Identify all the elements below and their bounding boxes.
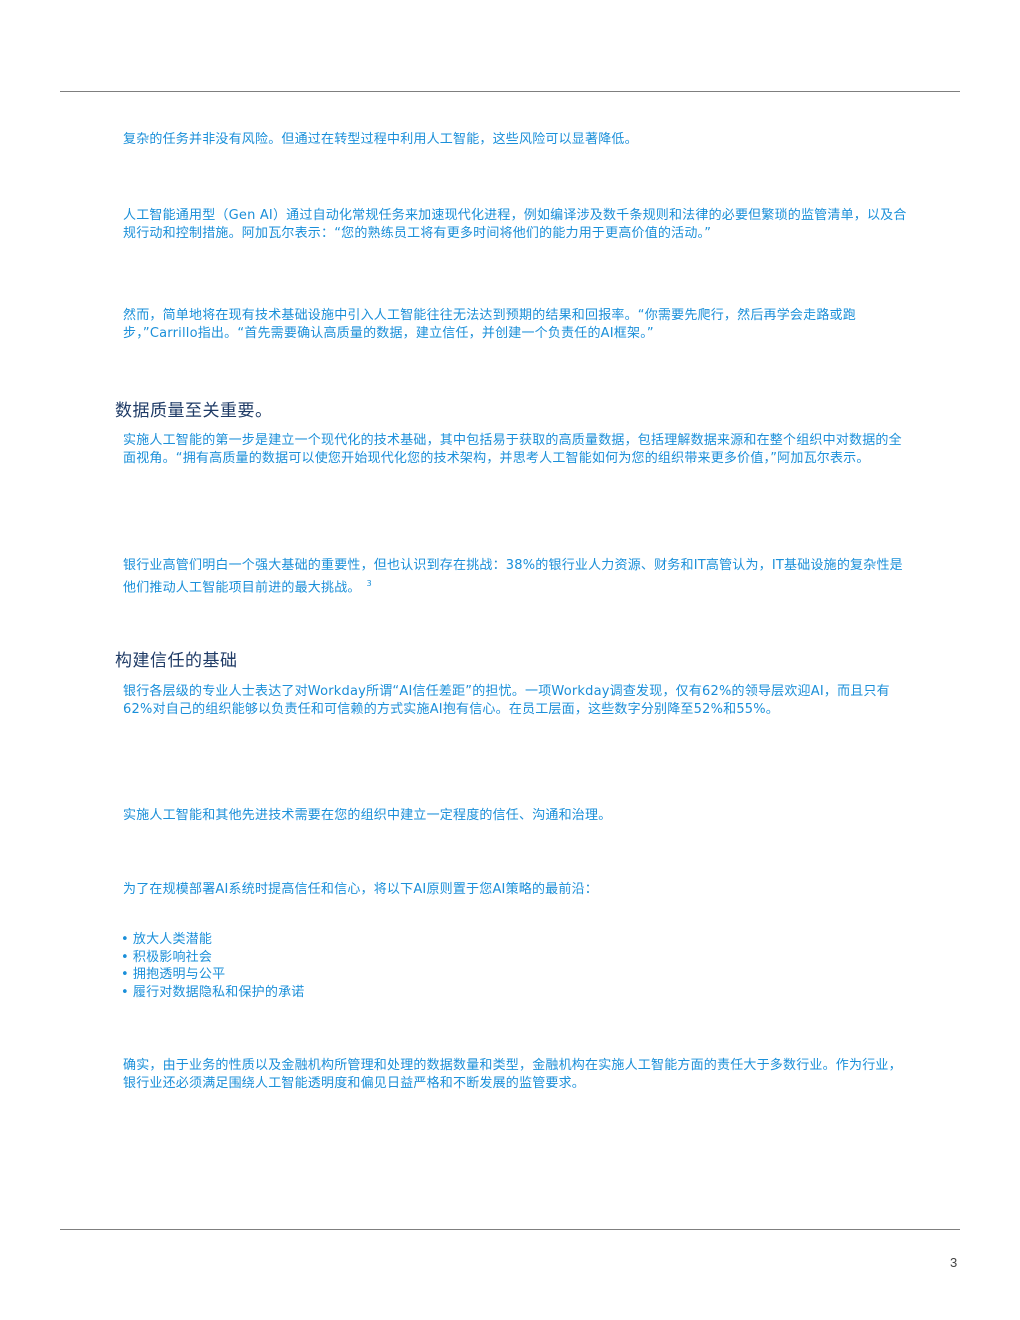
paragraph-trust-gap: 银行各层级的专业人士表达了对Workday所谓“AI信任差距”的担忧。一项Wor… <box>123 684 890 717</box>
section-heading-data-quality: 数据质量至关重要。 <box>115 401 273 421</box>
page-number: 3 <box>950 1255 958 1270</box>
list-item: 积极影响社会 <box>121 949 304 967</box>
list-item: 履行对数据隐私和保护的承诺 <box>121 984 304 1002</box>
paragraph-first-step: 实施人工智能的第一步是建立一个现代化的技术基础，其中包括易于获取的高质量数据，包… <box>123 433 902 466</box>
paragraph-bank-executives: 银行业高管们明白一个强大基础的重要性，但也认识到存在挑战：38%的银行业人力资源… <box>123 557 908 596</box>
footnote-marker: 3 <box>366 578 372 588</box>
paragraph-risk: 复杂的任务并非没有风险。但通过在转型过程中利用人工智能，这些风险可以显著降低。 <box>123 132 638 147</box>
paragraph-ai-principles-intro: 为了在规模部署AI系统时提高信任和信心，将以下AI原则置于您AI策略的最前沿： <box>123 882 598 897</box>
list-item: 放大人类潜能 <box>121 931 304 949</box>
list-item: 拥抱透明与公平 <box>121 966 304 984</box>
paragraph-trust-governance: 实施人工智能和其他先进技术需要在您的组织中建立一定程度的信任、沟通和治理。 <box>123 808 612 823</box>
paragraph-bank-executives-text: 银行业高管们明白一个强大基础的重要性，但也认识到存在挑战：38%的银行业人力资源… <box>123 558 903 595</box>
paragraph-crawl-walk: 然而，简单地将在现有技术基础设施中引入人工智能往往无法达到预期的结果和回报率。“… <box>123 308 856 341</box>
ai-principles-list: 放大人类潜能 积极影响社会 拥抱透明与公平 履行对数据隐私和保护的承诺 <box>121 931 304 1001</box>
paragraph-gen-ai: 人工智能通用型（Gen AI）通过自动化常规任务来加速现代化进程，例如编译涉及数… <box>123 208 907 241</box>
bottom-divider <box>60 1229 960 1230</box>
paragraph-responsibility: 确实，由于业务的性质以及金融机构所管理和处理的数据数量和类型，金融机构在实施人工… <box>123 1058 902 1091</box>
section-heading-trust-foundation: 构建信任的基础 <box>115 651 238 671</box>
top-divider <box>60 91 960 92</box>
